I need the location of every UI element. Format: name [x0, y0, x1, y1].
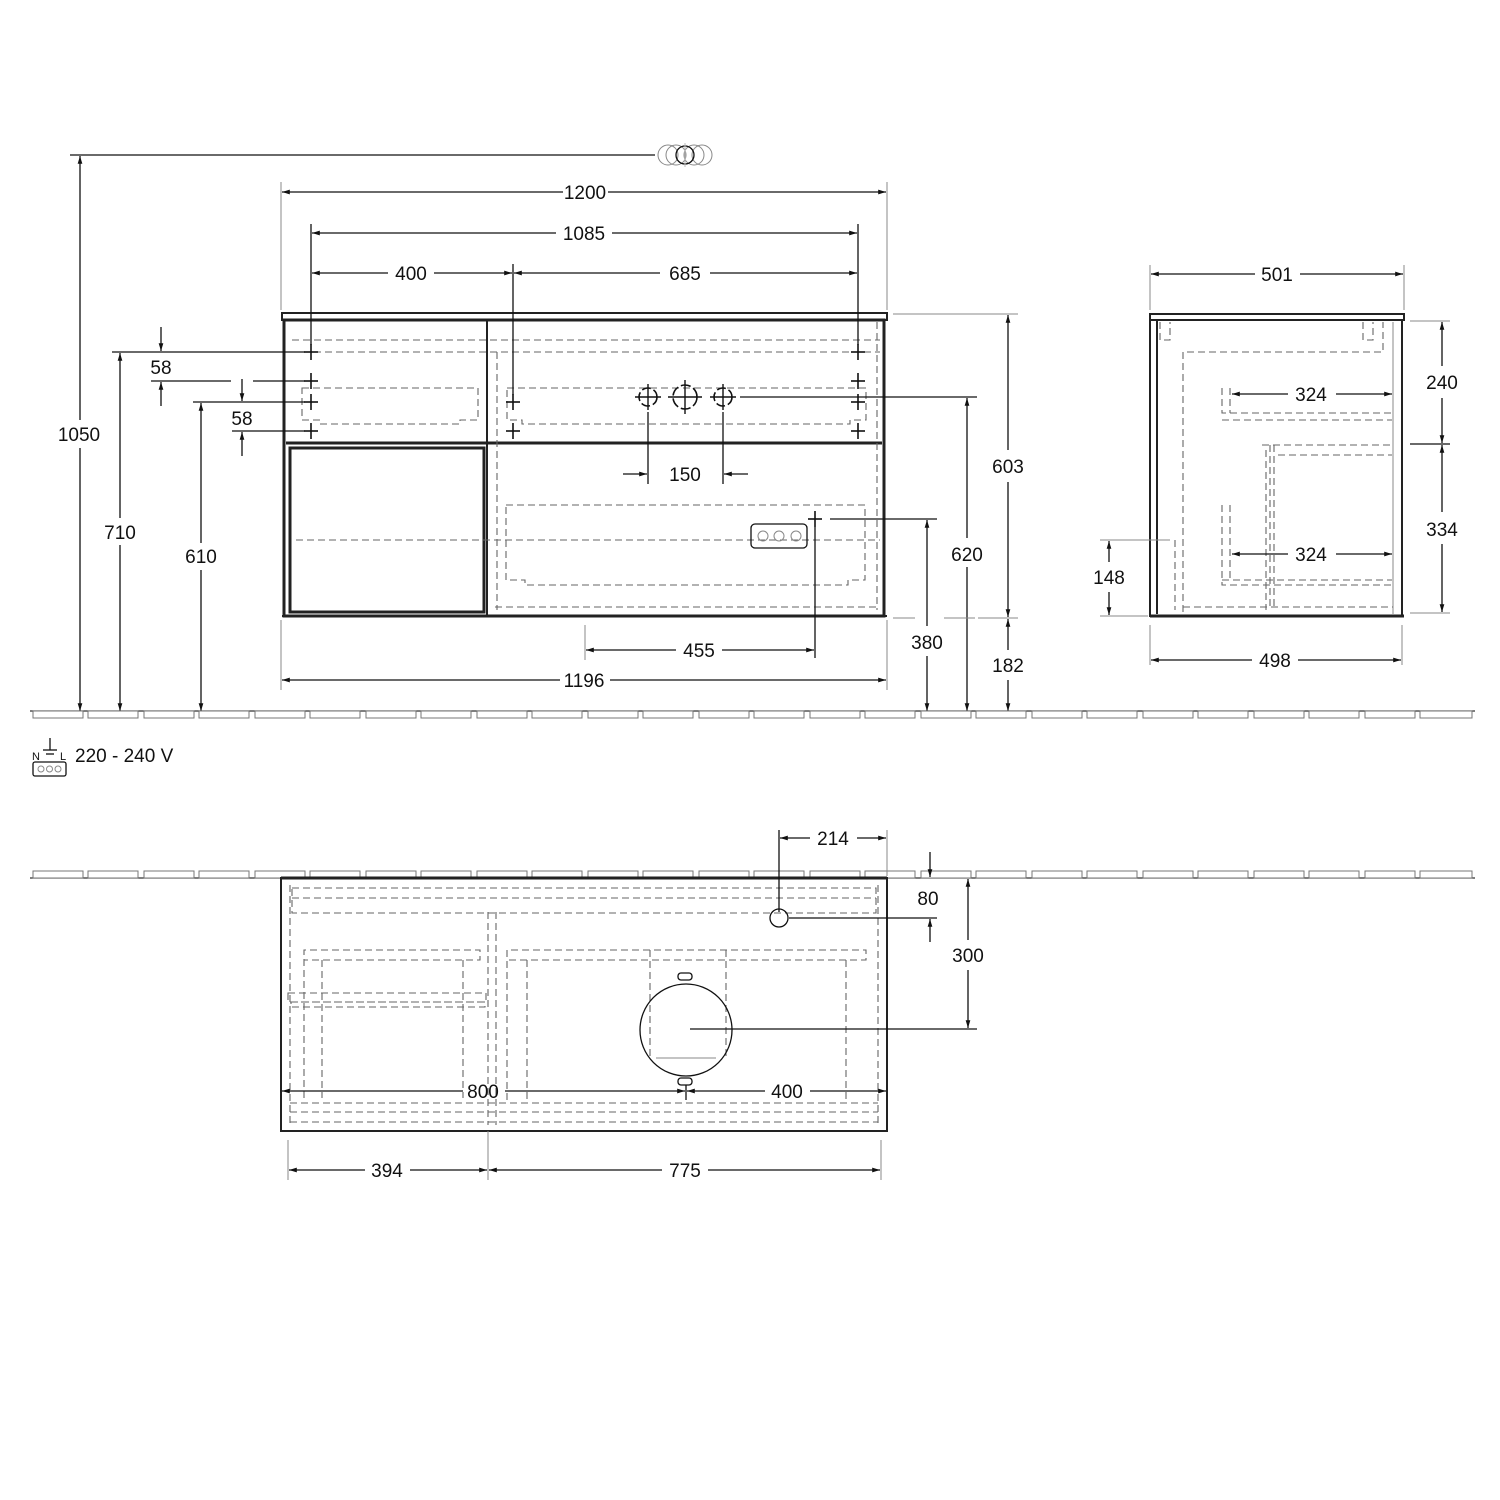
basin-tap-outline-icon: [657, 143, 713, 167]
dim-plan-right-span: 400: [771, 1082, 803, 1103]
dim-plan-left-width: 394: [371, 1161, 403, 1182]
electrical-note: N L 220 - 240 V: [32, 738, 174, 777]
dim-tap-hole-from-wall: 80: [917, 889, 938, 910]
dim-plan-right-width: 775: [669, 1161, 701, 1182]
dim-bottom-width: 1196: [564, 671, 605, 692]
front-view: 1200 1085 400 685 150 455 1196 1050 710 …: [58, 143, 1024, 711]
dim-gap-lower: 58: [231, 409, 252, 430]
dim-tap-spacing: 150: [669, 465, 701, 486]
voltage-label: 220 - 240 V: [75, 746, 174, 767]
dim-height-710: 710: [104, 523, 136, 544]
dim-height-610: 610: [185, 547, 217, 568]
earthed-socket-icon: N L: [32, 738, 67, 777]
floor-line: [30, 710, 1475, 719]
dim-side-top-depth: 501: [1261, 265, 1293, 286]
live-label: L: [60, 751, 66, 763]
dim-height-1050: 1050: [58, 425, 100, 446]
neutral-label: N: [32, 751, 40, 763]
dim-upper-drawer-depth: 324: [1295, 385, 1327, 406]
dim-fixing-width: 1085: [563, 224, 605, 245]
dim-overall-width: 1200: [564, 183, 606, 204]
dim-left-fix: 400: [395, 264, 427, 285]
dim-floor-clearance: 182: [992, 656, 1024, 677]
power-socket-icon: [750, 523, 808, 549]
tap-hole-center-icon: [668, 380, 702, 414]
dim-socket-offset: 455: [683, 641, 715, 662]
siphon-outline-icon: [639, 972, 733, 1086]
side-view: 501 324 324 498 240 334 148: [1093, 265, 1458, 672]
dim-socket-height: 380: [911, 633, 943, 654]
dim-lower-drawer-depth: 324: [1295, 545, 1327, 566]
tap-hole-left-icon: [634, 383, 662, 411]
dim-right-fix: 685: [669, 264, 701, 285]
plan-view: 214 80 300 800 400 394 775: [30, 829, 1475, 1182]
dim-gap-upper: 58: [150, 358, 171, 379]
dim-tap-hole-offset: 214: [817, 829, 849, 850]
dim-carcass-height: 603: [992, 457, 1024, 478]
dim-plan-left-span: 800: [467, 1082, 499, 1103]
dim-lower-drawer-height: 334: [1426, 520, 1458, 541]
dim-siphon-from-wall: 300: [952, 946, 984, 967]
dim-upper-drawer-height: 240: [1426, 373, 1458, 394]
dim-tap-height: 620: [951, 545, 983, 566]
dim-side-bottom-depth: 498: [1259, 651, 1291, 672]
dim-side-socket-height: 148: [1093, 568, 1125, 589]
